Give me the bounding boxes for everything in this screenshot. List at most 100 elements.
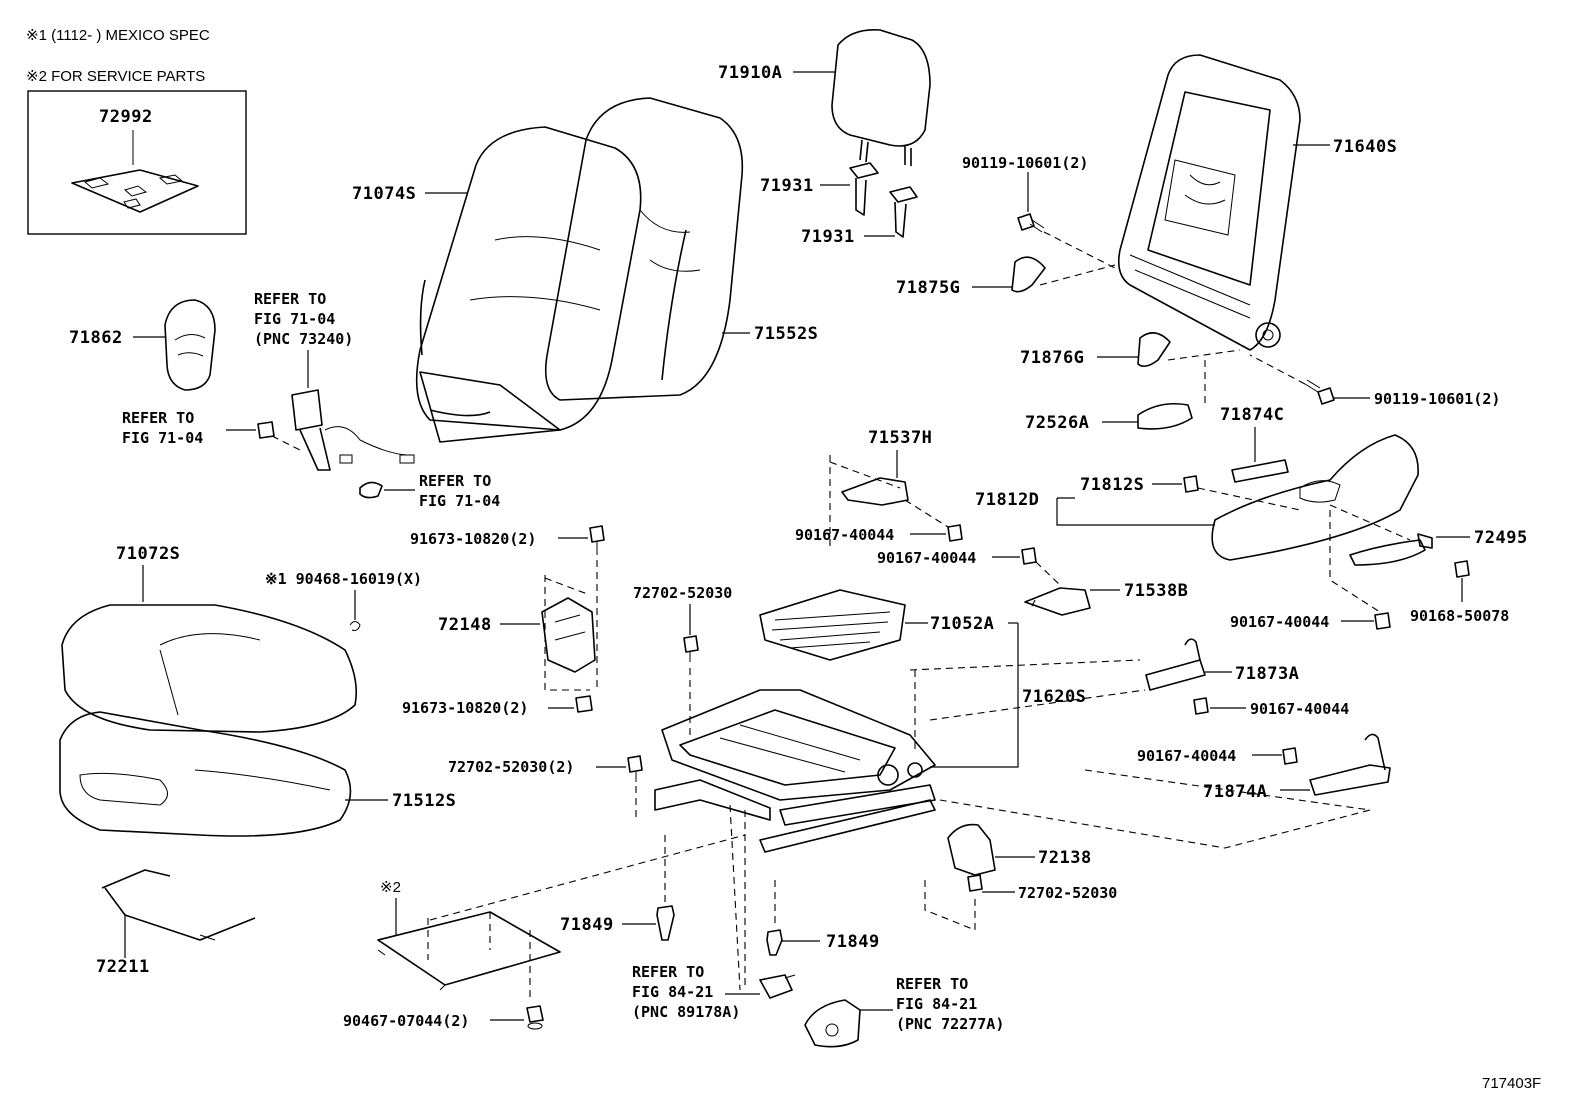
part-label-71910A: 71910A (718, 63, 782, 83)
ref5-line3: (PNC 72277A) (896, 1015, 1004, 1033)
bolt-72702-right-drawing (967, 874, 983, 892)
wire-72211-drawing (101, 869, 256, 941)
part-71537H-drawing (841, 477, 909, 506)
part-label-90467: 90467-07044(2) (343, 1012, 469, 1030)
part-label-72495: 72495 (1474, 528, 1528, 548)
screw-90167-874A-drawing (1282, 747, 1298, 765)
figure-id: 717403F (1482, 1075, 1541, 1092)
part-label-71874C: 71874C (1220, 405, 1284, 425)
part-label-71812S: 71812S (1080, 475, 1144, 495)
seat-spring-drawing (759, 589, 906, 661)
part-label-71873A: 71873A (1235, 664, 1299, 684)
seatback-cover-rear-drawing (544, 97, 744, 401)
part-label-90167-center1: 90167-40044 (795, 526, 894, 544)
part-label-90468: ※1 90468-16019(X) (265, 570, 422, 588)
bracket-72148-drawing (541, 597, 596, 673)
ref1-line2: FIG 71-04 (254, 310, 335, 328)
part-label-72702-left: 72702-52030(2) (448, 758, 574, 776)
part-label-71538B: 71538B (1124, 581, 1188, 601)
screw-90168-drawing (1454, 560, 1470, 578)
part-71875G-drawing (1011, 256, 1046, 293)
ref5-line1: REFER TO (896, 975, 968, 993)
part-label-71862: 71862 (69, 328, 123, 348)
part-72138-drawing (947, 823, 996, 876)
part-label-71552S: 71552S (754, 324, 818, 344)
headrest-guide-drawing (849, 162, 918, 238)
seat-cushion-cover-drawing (61, 604, 358, 733)
part-label-91673-lower: 91673-10820(2) (402, 699, 528, 717)
bolt-91673-upper-drawing (589, 525, 605, 555)
part-label-72148: 72148 (438, 615, 492, 635)
part-label-90119-lower: 90119-10601(2) (1374, 390, 1500, 408)
part-71862-drawing (164, 299, 216, 391)
part-label-72702-top: 72702-52030 (633, 584, 732, 602)
part-label-72702-right: 72702-52030 (1018, 884, 1117, 902)
part-label-71072S: 71072S (116, 544, 180, 564)
ref4-line1: REFER TO (632, 963, 704, 981)
part-label-90168: 90168-50078 (1410, 607, 1509, 625)
pin-71849-right-drawing (766, 929, 783, 956)
part-label-72211: 72211 (96, 957, 150, 977)
part-label-71812D: 71812D (975, 490, 1039, 510)
headrest-drawing (831, 28, 931, 166)
part-label-71074S: 71074S (352, 184, 416, 204)
part-label-72526A: 72526A (1025, 413, 1089, 433)
ref4-line3: (PNC 89178A) (632, 1003, 740, 1021)
bolt-ref2-drawing (257, 421, 275, 439)
ref2-line2: FIG 71-04 (122, 429, 203, 447)
bolt-90119-upper-drawing (1017, 213, 1045, 233)
note-mexico-spec: ※1 (1112- ) MEXICO SPEC (26, 27, 210, 44)
ref3-line2: FIG 71-04 (419, 492, 500, 510)
part-label-71620S: 71620S (1022, 687, 1086, 707)
service-plate-drawing (377, 911, 561, 991)
ref5-line2: FIG 84-21 (896, 995, 977, 1013)
seat-frame-drawing (654, 689, 936, 853)
screw-90167-center2-drawing (1021, 547, 1037, 565)
seatback-frame-drawing (1117, 54, 1301, 351)
service-parts-box (27, 90, 247, 235)
mark-service-part: ※2 (380, 879, 401, 896)
part-label-71640S: 71640S (1333, 137, 1397, 157)
connector-89178A-drawing (759, 974, 796, 999)
bolt-72702-top-drawing (683, 635, 699, 662)
pin-71849-left-drawing (656, 905, 675, 941)
note-service-parts: ※2 FOR SERVICE PARTS (26, 68, 205, 85)
part-label-91673-upper: 91673-10820(2) (410, 530, 536, 548)
part-71538B-drawing (1024, 587, 1091, 616)
part-label-71876G: 71876G (1020, 348, 1084, 368)
part-72526A-drawing (1137, 402, 1193, 430)
screw-90167-873A-drawing (1193, 697, 1209, 715)
seat-cushion-pad-drawing (59, 711, 352, 837)
part-label-90119-upper: 90119-10601(2) (962, 154, 1088, 172)
screw-90167-right-drawing (1374, 612, 1391, 630)
recliner-cover-drawing (1211, 434, 1419, 561)
bolt-72702-left-drawing (627, 755, 643, 782)
part-label-90167-right: 90167-40044 (1230, 613, 1329, 631)
part-label-71849-left: 71849 (560, 915, 614, 935)
clip-90467-drawing (526, 1005, 544, 1030)
seat-belt-buckle-drawing (291, 389, 415, 471)
part-label-71512S: 71512S (392, 791, 456, 811)
ref3-line1: REFER TO (419, 472, 491, 490)
part-71874C-drawing (1231, 459, 1289, 483)
nut-ref3-drawing (359, 481, 383, 499)
ref1-line3: (PNC 73240) (254, 330, 353, 348)
seatback-cover-front-drawing (415, 126, 642, 443)
part-label-71052A: 71052A (930, 614, 994, 634)
ring-90468-drawing (349, 621, 361, 631)
part-72992-drawing (71, 130, 199, 213)
part-label-72992: 72992 (99, 107, 153, 127)
screw-71812S-drawing (1183, 475, 1199, 493)
ref4-line2: FIG 84-21 (632, 983, 713, 1001)
bolt-91673-lower-drawing (575, 695, 593, 713)
part-72495-drawing (1349, 533, 1433, 566)
part-label-71537H: 71537H (868, 428, 932, 448)
bolt-90119-lower-drawing (1304, 379, 1335, 405)
ref1-line1: REFER TO (254, 290, 326, 308)
ref2-line1: REFER TO (122, 409, 194, 427)
part-label-71849-right: 71849 (826, 932, 880, 952)
part-label-71875G: 71875G (896, 278, 960, 298)
part-label-71874A: 71874A (1203, 782, 1267, 802)
